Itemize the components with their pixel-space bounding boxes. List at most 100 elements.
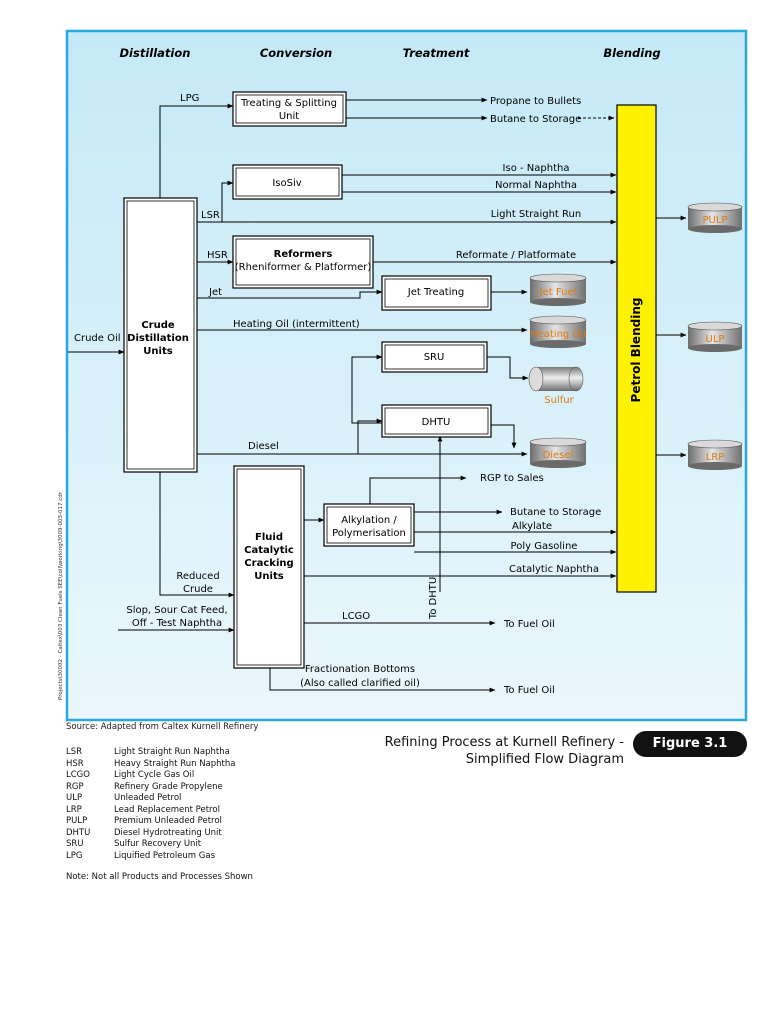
legend-row: LCGO Light Cycle Gas Oil xyxy=(66,770,235,782)
footnote: Note: Not all Products and Processes Sho… xyxy=(66,872,253,882)
figure-caption: Refining Process at Kurnell Refinery - S… xyxy=(360,734,624,768)
to-dhtu-label: To DHTU xyxy=(428,577,439,620)
light-straight-run-label: Light Straight Run xyxy=(491,209,581,220)
legend-desc: Heavy Straight Run Naphtha xyxy=(114,758,236,769)
ulp-tank-icon: ULP xyxy=(687,321,743,352)
catalytic-naphtha-label: Catalytic Naphtha xyxy=(509,564,599,575)
alkylation-label-2: Polymerisation xyxy=(332,528,406,539)
slop-label-2: Off - Test Naphtha xyxy=(132,618,222,629)
lrp-tank-icon: LRP xyxy=(687,439,743,470)
legend-abbr: PULP xyxy=(66,816,88,826)
reformers-label-2: (Rheniformer & Platformer) xyxy=(235,262,372,273)
jet-treating-box xyxy=(381,275,492,311)
to-fuel-oil-label-2: To Fuel Oil xyxy=(503,685,555,696)
dhtu-box xyxy=(381,404,492,438)
slop-label-1: Slop, Sour Cat Feed, xyxy=(126,605,227,616)
diesel-tank-icon: Diesel xyxy=(529,437,587,468)
jet-label: Jet xyxy=(208,287,222,298)
jet-fuel-tank-icon: Jet Fuel xyxy=(529,273,587,306)
legend-row: RGP Refinery Grade Propylene xyxy=(66,782,235,794)
fcc-label-2: Catalytic xyxy=(244,545,294,556)
sulfur-label: Sulfur xyxy=(544,395,574,406)
lrp-label: LRP xyxy=(706,452,725,463)
sru-label: SRU xyxy=(424,352,445,363)
crude-oil-label: Crude Oil xyxy=(74,333,121,344)
legend-abbr: RGP xyxy=(66,781,84,792)
legend-abbr: ULP xyxy=(66,793,83,803)
treating-label-1: Treating & Splitting xyxy=(240,98,337,109)
source-note: Source: Adapted from Caltex Kurnell Refi… xyxy=(66,722,259,732)
butane-storage-label-2: Butane to Storage xyxy=(510,507,601,518)
crude-unit-label-2: Distillation xyxy=(127,333,189,344)
poly-gasoline-label: Poly Gasoline xyxy=(511,541,578,552)
iso-naphtha-label: Iso - Naphtha xyxy=(503,163,570,174)
legend-abbr: HSR xyxy=(66,758,84,769)
lsr-label: LSR xyxy=(201,210,220,221)
legend-desc: Light Cycle Gas Oil xyxy=(114,770,195,780)
isosiv-label: IsoSiv xyxy=(272,178,301,189)
legend-row: HSR Heavy Straight Run Naphtha xyxy=(66,759,235,771)
caption-line-1: Refining Process at Kurnell Refinery - xyxy=(384,735,624,750)
legend-abbr: LCGO xyxy=(66,770,90,780)
caption-line-2: Simplified Flow Diagram xyxy=(465,752,624,767)
petrol-blending-label: Petrol Blending xyxy=(629,298,643,403)
diesel-stream-label: Diesel xyxy=(248,441,279,452)
crude-unit-label-1: Crude xyxy=(141,320,175,331)
alkylate-label: Alkylate xyxy=(512,521,552,532)
fcc-label-3: Cracking xyxy=(244,558,293,569)
heating-oil-tank-label: Heating Oil xyxy=(530,329,586,340)
header-distillation: Distillation xyxy=(120,46,191,60)
legend-desc: Lead Replacement Petrol xyxy=(114,804,220,815)
heating-oil-tank-icon: Heating Oil xyxy=(529,315,587,348)
fcc-units-box xyxy=(233,465,305,669)
jet-treating-label: Jet Treating xyxy=(407,287,464,298)
legend-row: LRP Lead Replacement Petrol xyxy=(66,805,235,817)
normal-naphtha-label: Normal Naphtha xyxy=(495,180,577,191)
hsr-label: HSR xyxy=(207,250,228,261)
reduced-crude-label-2: Crude xyxy=(183,584,213,595)
legend-desc: Liquified Petroleum Gas xyxy=(114,850,215,861)
lcgo-label: LCGO xyxy=(342,611,370,622)
lpg-label: LPG xyxy=(180,93,199,104)
fcc-label-1: Fluid xyxy=(255,532,283,543)
reformers-box xyxy=(232,235,374,289)
header-conversion: Conversion xyxy=(260,46,332,60)
legend-abbr: LRP xyxy=(66,804,82,815)
reformers-label-1: Reformers xyxy=(274,249,333,260)
isosiv-box xyxy=(232,164,343,200)
butane-storage-label-1: Butane to Storage xyxy=(490,114,581,125)
to-fuel-oil-label-1: To Fuel Oil xyxy=(503,619,555,630)
fractionation-label-2: (Also called clarified oil) xyxy=(300,678,420,689)
figure-badge: Figure 3.1 xyxy=(633,731,747,757)
fcc-label-4: Units xyxy=(254,571,283,582)
dhtu-label: DHTU xyxy=(422,417,451,428)
legend-desc: Refinery Grade Propylene xyxy=(114,781,223,792)
legend-desc: Diesel Hydrotreating Unit xyxy=(114,827,222,838)
reformate-label: Reformate / Platformate xyxy=(456,250,576,261)
crude-distillation-units-box xyxy=(123,197,198,473)
file-path-text: Projects\30092 - Caltex\003 Clean Fuels … xyxy=(58,491,64,700)
pulp-label: PULP xyxy=(703,215,728,226)
treating-label-2: Unit xyxy=(279,111,299,122)
legend-desc: Sulfur Recovery Unit xyxy=(114,839,202,849)
legend-row: DHTU Diesel Hydrotreating Unit xyxy=(66,828,235,840)
diesel-tank-label: Diesel xyxy=(543,450,574,461)
petrol-blending-bar xyxy=(616,104,657,593)
rgp-sales-label: RGP to Sales xyxy=(480,473,544,484)
sru-box xyxy=(381,341,488,373)
legend-desc: Light Straight Run Naphtha xyxy=(114,747,230,757)
reduced-crude-label-1: Reduced xyxy=(176,571,219,582)
heating-oil-stream-label: Heating Oil (intermittent) xyxy=(233,319,360,330)
header-treatment: Treatment xyxy=(403,46,470,60)
header-blending: Blending xyxy=(603,46,660,60)
legend-abbr: DHTU xyxy=(66,827,91,838)
alkylation-box xyxy=(323,503,415,547)
propane-label: Propane to Bullets xyxy=(490,96,581,107)
